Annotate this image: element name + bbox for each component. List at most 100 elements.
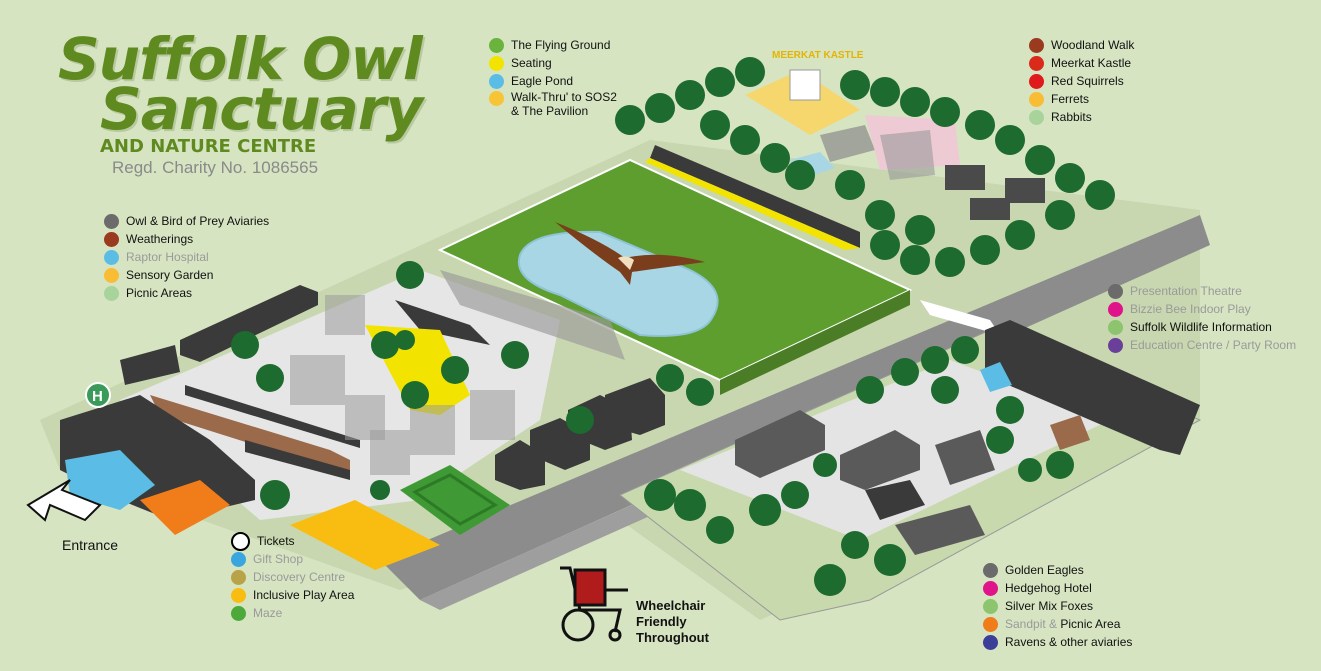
legend-label: The Flying Ground — [511, 38, 611, 52]
legend-item[interactable]: Hedgehog Hotel — [983, 579, 1132, 597]
legend-item[interactable]: Tickets — [231, 531, 354, 551]
seating-stand[interactable] — [650, 145, 860, 248]
legend-dot-icon — [489, 73, 504, 89]
legend-item[interactable]: Eagle Pond — [489, 72, 617, 90]
legend-dot-icon — [231, 569, 246, 585]
legend-item[interactable]: Discovery Centre — [231, 568, 354, 586]
meerkat-kastle-sign: MEERKAT KASTLE — [772, 50, 864, 61]
legend-label: Walk-Thru' to SOS2& The Pavilion — [511, 90, 617, 118]
rabbits-enclosure[interactable] — [880, 130, 935, 180]
mesh-aviary-2[interactable] — [290, 355, 345, 405]
legend-item[interactable]: Meerkat Kastle — [1029, 54, 1134, 72]
legend-item[interactable]: Suffolk Wildlife Information — [1108, 318, 1296, 336]
legend-item[interactable]: Maze — [231, 604, 354, 622]
gift-shop[interactable] — [65, 450, 155, 510]
weatherings-3[interactable] — [245, 440, 350, 480]
legend-item[interactable]: Golden Eagles — [983, 561, 1132, 579]
mesh-aviary-4[interactable] — [410, 405, 455, 455]
legend-item[interactable]: Bizzie Bee Indoor Play — [1108, 300, 1296, 318]
lr-building-4[interactable] — [935, 430, 995, 485]
legend-item[interactable]: Ferrets — [1029, 90, 1134, 108]
presentation-theatre[interactable] — [985, 320, 1200, 455]
lr-building-5[interactable] — [895, 505, 985, 555]
legend-dot-icon — [104, 231, 119, 247]
legend-label: Hedgehog Hotel — [1005, 581, 1092, 595]
legend-dot-icon — [1108, 283, 1123, 299]
legend-item[interactable]: Sandpit & Picnic Area — [983, 615, 1132, 633]
red-squirrels-enclosure[interactable] — [820, 125, 875, 162]
legend-dot-icon — [231, 531, 250, 551]
woodland-trees — [231, 57, 1115, 596]
legend-dot-icon — [104, 249, 119, 265]
flying-ground-edge — [720, 290, 910, 395]
legend-item[interactable]: Ravens & other aviaries — [983, 633, 1132, 651]
left-aviary-row[interactable] — [180, 285, 318, 362]
legend-item[interactable]: Walk-Thru' to SOS2& The Pavilion — [489, 90, 617, 122]
legend-label: Picnic Areas — [126, 286, 193, 300]
legend-item[interactable]: Red Squirrels — [1029, 72, 1134, 90]
left-aviary-small[interactable] — [120, 345, 180, 385]
weatherings-2[interactable] — [185, 385, 360, 448]
legend-item[interactable]: Raptor Hospital — [104, 248, 269, 266]
road — [380, 215, 1210, 600]
inclusive-play-area[interactable] — [290, 500, 440, 570]
lr-building-2[interactable] — [840, 430, 920, 490]
entrance-arrow-icon[interactable] — [26, 479, 102, 522]
legend-item[interactable]: The Flying Ground — [489, 36, 617, 54]
legend-label: Woodland Walk — [1051, 38, 1135, 52]
entrance-label: Entrance — [62, 537, 119, 553]
hut-1[interactable] — [945, 165, 985, 190]
legend-dot-icon — [231, 551, 246, 567]
legend-label: Weatherings — [126, 232, 194, 246]
legend-item[interactable]: Weatherings — [104, 230, 269, 248]
maze[interactable] — [400, 465, 510, 535]
legend-label: Golden Eagles — [1005, 563, 1084, 577]
hut-2[interactable] — [970, 198, 1010, 220]
legend-item[interactable]: Presentation Theatre — [1108, 282, 1296, 300]
discovery-building-4[interactable] — [605, 378, 665, 435]
bizzie-bee-house[interactable] — [980, 362, 1012, 392]
site-title-line2: Sanctuary — [100, 75, 423, 143]
legend-dot-icon — [983, 616, 998, 632]
legend-label: Bizzie Bee Indoor Play — [1130, 302, 1251, 316]
legend-dot-icon — [489, 91, 504, 106]
mesh-aviary-1[interactable] — [325, 295, 365, 335]
mesh-aviary-6[interactable] — [370, 430, 410, 475]
large-aviary[interactable] — [440, 270, 625, 360]
wheelchair-line1: Wheelchair — [636, 598, 706, 613]
maze-lines — [412, 473, 498, 526]
legend-item[interactable]: Rabbits — [1029, 108, 1134, 126]
legend-item[interactable]: Education Centre / Party Room — [1108, 336, 1296, 354]
legend-dot-icon — [104, 267, 119, 283]
legend-item[interactable]: Gift Shop — [231, 550, 354, 568]
legend-item[interactable]: Sensory Garden — [104, 266, 269, 284]
legend-label: Ravens & other aviaries — [1005, 635, 1133, 649]
eagle-pond[interactable] — [517, 230, 719, 337]
weatherings-1[interactable] — [150, 395, 350, 475]
meerkat-kastle-building[interactable] — [789, 69, 821, 101]
legend-dot-icon — [1029, 55, 1044, 71]
legend-dot-icon — [231, 605, 246, 621]
legend-dot-icon — [1029, 37, 1044, 53]
legend-item[interactable]: Owl & Bird of Prey Aviaries — [104, 212, 269, 230]
legend-dot-icon — [1029, 109, 1044, 125]
hut-3[interactable] — [1005, 178, 1045, 203]
legend-item[interactable]: Picnic Areas — [104, 284, 269, 302]
lr-building-1[interactable] — [735, 410, 825, 478]
legend-label: Eagle Pond — [511, 74, 574, 88]
legend-item[interactable]: Inclusive Play Area — [231, 586, 354, 604]
legend-label: Seating — [511, 56, 552, 70]
wheelchair-label: Wheelchair Friendly Throughout — [636, 598, 709, 646]
legend-item[interactable]: Woodland Walk — [1029, 36, 1134, 54]
legend-item[interactable]: Silver Mix Foxes — [983, 597, 1132, 615]
legend-label: Inclusive Play Area — [253, 588, 355, 602]
discovery-centre-orange[interactable] — [140, 480, 230, 535]
lr-building-3[interactable] — [865, 480, 925, 520]
legend-dot-icon — [489, 37, 504, 53]
hedgehog-hotel[interactable] — [1050, 415, 1090, 450]
mesh-aviary-5[interactable] — [470, 390, 515, 440]
central-aviary-row[interactable] — [395, 300, 490, 345]
legend-dot-icon — [1029, 91, 1044, 107]
legend-item[interactable]: Seating — [489, 54, 617, 72]
